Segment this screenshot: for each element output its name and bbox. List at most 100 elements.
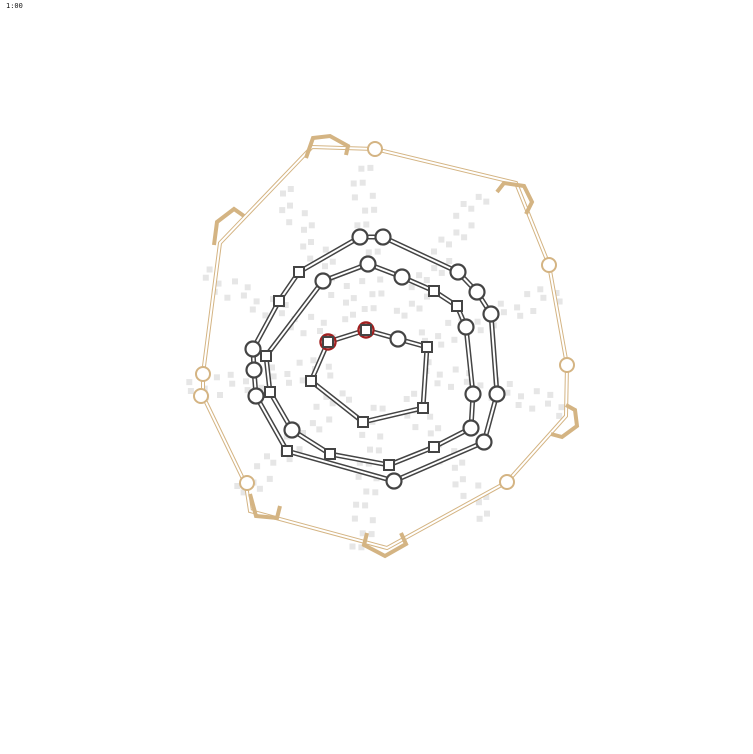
hint-dot — [518, 393, 524, 400]
hint-dot — [232, 278, 238, 285]
wall-ring-node[interactable] — [541, 257, 557, 273]
hint-dot — [349, 543, 356, 550]
hint-dot — [452, 481, 459, 488]
square-node[interactable] — [260, 350, 272, 362]
hint-dot — [537, 286, 544, 293]
square-node[interactable] — [264, 386, 276, 398]
round-node[interactable] — [457, 318, 475, 336]
hint-dot — [286, 219, 293, 226]
round-node[interactable] — [385, 472, 403, 490]
hint-dot — [424, 293, 430, 300]
round-node[interactable] — [351, 228, 369, 246]
hint-dot — [240, 489, 247, 496]
round-node[interactable] — [482, 305, 500, 323]
hint-dot — [372, 489, 379, 496]
square-node[interactable] — [428, 285, 440, 297]
hint-dot — [517, 312, 524, 319]
hint-dot — [459, 476, 466, 483]
hint-dot — [355, 473, 362, 480]
hint-dot — [453, 229, 460, 236]
round-node[interactable] — [389, 330, 407, 348]
hint-dot — [256, 485, 263, 492]
hint-dot — [287, 186, 294, 192]
hint-dot — [435, 425, 442, 432]
outer-wall — [193, 133, 580, 559]
hint-dot — [359, 431, 366, 438]
square-node[interactable] — [357, 416, 369, 428]
round-node[interactable] — [244, 340, 262, 358]
hint-dot — [343, 299, 349, 306]
hint-dot — [514, 304, 521, 311]
wall-ring-node[interactable] — [559, 357, 575, 373]
hint-dot — [393, 307, 400, 314]
hint-dot — [416, 305, 423, 312]
hint-dot — [556, 298, 563, 305]
hint-dot — [282, 302, 289, 308]
hint-dot — [530, 308, 537, 314]
hint-dot — [474, 318, 481, 325]
square-node[interactable] — [281, 445, 293, 457]
round-node[interactable] — [247, 387, 265, 405]
round-node[interactable] — [245, 361, 263, 379]
square-node[interactable] — [293, 266, 305, 278]
hint-dot — [436, 371, 443, 378]
hint-dot — [412, 424, 419, 431]
hint-dot — [556, 412, 563, 419]
hint-dot — [350, 180, 357, 187]
hint-dot — [370, 404, 377, 411]
round-node[interactable] — [283, 421, 301, 439]
hint-dot — [328, 292, 335, 298]
hint-dot — [322, 246, 329, 253]
round-node[interactable] — [393, 268, 411, 286]
square-node[interactable] — [421, 341, 433, 353]
hint-dot — [329, 400, 336, 407]
wall-ring-node[interactable] — [239, 475, 255, 491]
hint-dot — [243, 378, 249, 385]
round-node[interactable] — [359, 255, 377, 273]
wall-ring-node[interactable] — [499, 474, 515, 490]
square-node[interactable] — [324, 448, 336, 460]
square-node[interactable] — [417, 402, 429, 414]
round-node[interactable] — [449, 263, 467, 281]
hint-dot — [356, 459, 363, 466]
hint-dot — [369, 517, 376, 524]
square-node[interactable] — [273, 295, 285, 307]
round-node[interactable] — [464, 385, 482, 403]
square-node[interactable] — [305, 375, 317, 387]
hint-dot — [451, 336, 458, 343]
hint-dot — [533, 388, 540, 395]
hint-dot — [418, 329, 425, 336]
round-node[interactable] — [462, 419, 480, 437]
wall-ring-node[interactable] — [367, 141, 383, 157]
track-nodes — [244, 228, 506, 490]
square-node[interactable] — [383, 459, 395, 471]
hint-dot — [475, 499, 482, 506]
square-node[interactable] — [451, 300, 463, 312]
hint-dot — [186, 379, 193, 386]
square-node[interactable] — [428, 441, 440, 453]
round-node[interactable] — [314, 272, 332, 290]
hint-dot — [350, 295, 357, 302]
round-node[interactable] — [468, 283, 486, 301]
hint-dot — [301, 226, 307, 233]
hint-dot — [545, 400, 551, 407]
hint-dot — [284, 371, 291, 377]
wall-notch — [248, 493, 282, 521]
hint-dot — [408, 300, 415, 307]
hint-dot — [253, 298, 260, 305]
wall-ring-node[interactable] — [195, 366, 211, 382]
hint-dot — [217, 392, 223, 398]
round-node[interactable] — [488, 385, 506, 403]
wall-ring-node[interactable] — [193, 388, 209, 404]
hint-dot — [322, 263, 328, 270]
round-node[interactable] — [475, 433, 493, 451]
hint-dot — [187, 388, 194, 394]
hint-dot — [286, 379, 292, 386]
round-node[interactable] — [374, 228, 392, 246]
hint-dot — [279, 207, 286, 214]
hint-dot — [206, 266, 213, 273]
hint-dot — [438, 236, 445, 243]
hint-dot — [453, 212, 460, 219]
hint-dot — [227, 371, 234, 378]
